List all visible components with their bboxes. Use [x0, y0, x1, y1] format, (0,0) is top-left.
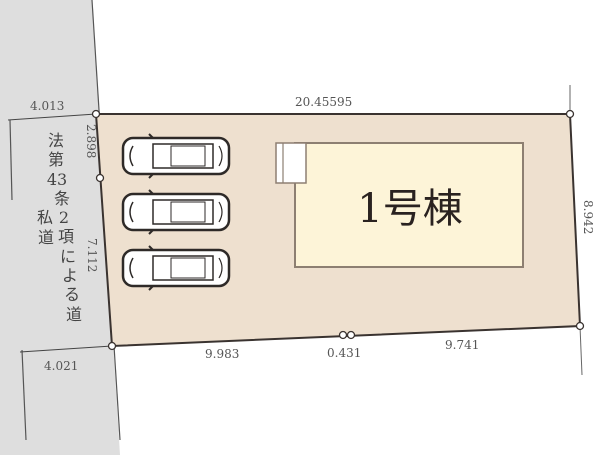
survey-point [565, 109, 575, 119]
entrance-porch [275, 142, 307, 184]
building-label: 1号棟 [357, 186, 462, 232]
dim-bottom-right: 9.741 [445, 338, 479, 352]
svg-text:る: る [64, 285, 80, 304]
road-label-sub: 私 道 [37, 208, 54, 247]
car-top-view-icon [121, 189, 231, 235]
survey-point [338, 330, 348, 340]
survey-point [346, 330, 356, 340]
car-top-view-icon [121, 133, 231, 179]
road-width-top-line [7, 113, 97, 121]
svg-text:条: 条 [54, 189, 70, 208]
svg-text:43: 43 [47, 170, 67, 189]
svg-text:項: 項 [58, 227, 74, 246]
road-label-main: 法 第 43 条 2 項 に よ る 道 [47, 131, 82, 324]
road-width-bottom-line [19, 345, 113, 353]
svg-text:道: 道 [38, 228, 54, 247]
svg-text:第: 第 [48, 150, 64, 169]
svg-text:よ: よ [62, 266, 78, 285]
dim-left-lower: 7.112 [85, 238, 99, 272]
svg-text:道: 道 [66, 305, 82, 324]
survey-point [91, 109, 101, 119]
svg-text:2: 2 [59, 208, 69, 227]
dim-left-upper: 2.898 [84, 124, 98, 158]
dim-bottom-left: 9.983 [205, 347, 239, 361]
building-footprint [294, 142, 524, 268]
road-width-bottom: 4.021 [44, 359, 78, 373]
extension-line-right-bottom [579, 325, 583, 376]
survey-point [95, 173, 105, 183]
svg-text:私: 私 [37, 208, 53, 227]
road-area [0, 0, 120, 455]
svg-text:に: に [60, 247, 76, 266]
dim-bottom-mid: 0.431 [327, 346, 361, 360]
dim-top: 20.45595 [295, 95, 352, 109]
road-edge-left-bottom [21, 349, 27, 441]
survey-point [575, 321, 585, 331]
dim-right: 8.942 [581, 200, 595, 234]
svg-text:法: 法 [48, 131, 64, 150]
survey-point [107, 341, 117, 351]
car-top-view-icon [121, 245, 231, 291]
road-width-top: 4.013 [30, 99, 64, 113]
road-edge-left-top [9, 119, 13, 201]
